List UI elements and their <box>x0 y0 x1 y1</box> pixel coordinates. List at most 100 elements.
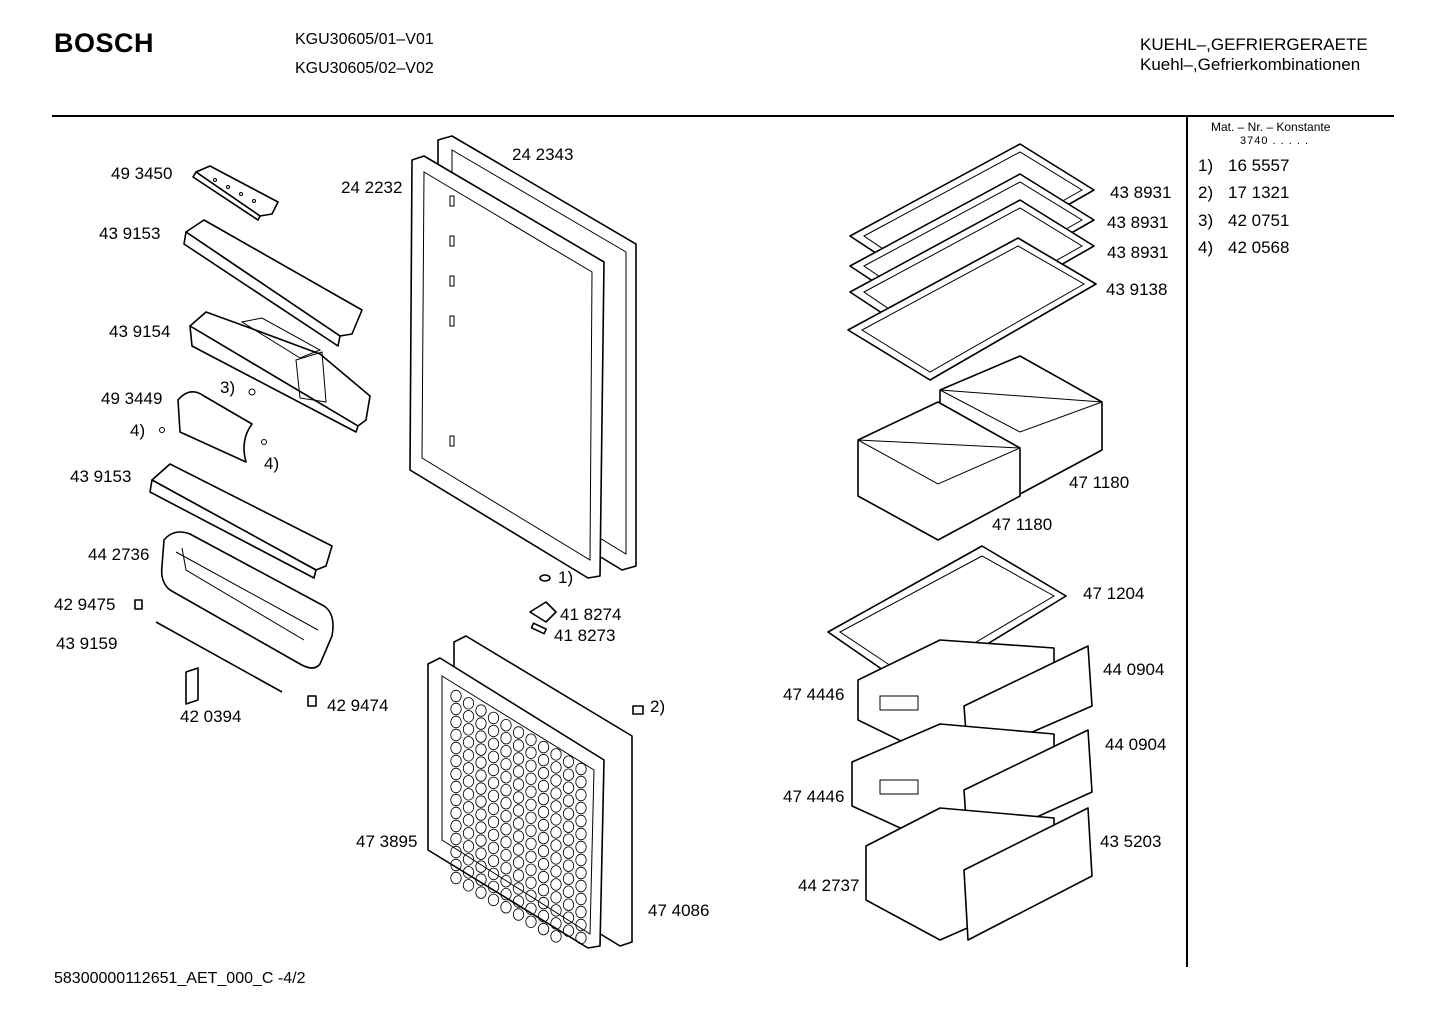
door-dimple <box>462 736 475 749</box>
part-label: 47 1180 <box>1069 473 1130 492</box>
door-dimple <box>550 748 562 761</box>
part-label: 3) <box>220 378 236 397</box>
mat-table-row: 4)42 0568 <box>1198 238 1289 258</box>
door-dimple <box>525 915 537 929</box>
door-dimple <box>562 820 575 833</box>
part-label: 47 1180 <box>992 515 1053 534</box>
door-dimple <box>450 806 462 820</box>
door-dimple <box>475 730 487 743</box>
mat-number: 42 0751 <box>1228 211 1290 230</box>
door-dimple <box>537 870 550 884</box>
part-label: 47 4446 <box>783 787 845 806</box>
door-dimple <box>537 753 550 767</box>
door-dimple <box>525 759 537 773</box>
door-dimple <box>475 795 487 808</box>
part-label: 47 4086 <box>648 901 710 920</box>
door-dimple <box>475 873 487 886</box>
door-dimple <box>487 802 500 816</box>
door-dimple <box>562 898 575 911</box>
door-dimple <box>450 702 462 716</box>
door-dimple <box>462 814 475 827</box>
door-dimple <box>475 886 487 899</box>
door-dimple <box>562 794 575 807</box>
door-dimple <box>537 779 550 793</box>
door-dimple <box>537 805 550 819</box>
door-dimple <box>550 852 562 865</box>
part-label: 43 9159 <box>56 634 118 653</box>
part-label: 44 2737 <box>798 876 860 895</box>
model-number-2: KGU30605/02–V02 <box>295 60 434 77</box>
door-dimple <box>525 850 537 864</box>
mat-number: 42 0568 <box>1228 238 1290 257</box>
door-shelf-divided <box>189 311 371 433</box>
door-dimple <box>550 826 562 839</box>
door-dimple <box>500 784 512 797</box>
door-dimple <box>500 797 512 810</box>
small-clip-parts <box>134 599 317 707</box>
door-dimple <box>500 758 512 771</box>
door-dimple <box>487 893 500 907</box>
door-dimple <box>525 811 537 825</box>
door-dimple <box>487 815 500 829</box>
part-label: 44 0904 <box>1103 660 1165 679</box>
door-dimple <box>575 762 587 776</box>
door-dimple <box>462 827 475 840</box>
part-label: 41 8274 <box>560 605 622 624</box>
door-dimple <box>512 817 525 830</box>
part-label: 49 3450 <box>111 164 173 183</box>
part-label: 43 9153 <box>99 224 161 243</box>
door-dimple <box>462 840 475 853</box>
mat-table-constant: 3740 . . . . . <box>1240 135 1310 147</box>
door-dimple <box>575 788 587 802</box>
door-dimple <box>475 769 487 782</box>
part-label: 1) <box>558 568 574 587</box>
part-label: 4) <box>264 454 280 473</box>
door-dimple <box>462 775 475 788</box>
part-label: 44 0904 <box>1105 735 1167 754</box>
door-dimple <box>575 814 587 828</box>
door-dimple <box>500 875 512 888</box>
door-dimple <box>512 843 525 856</box>
door-dimple <box>537 909 550 923</box>
mat-number: 16 5557 <box>1228 156 1290 175</box>
part-label: 2) <box>650 697 666 716</box>
door-dimple <box>550 761 562 774</box>
door-dimple <box>525 798 537 812</box>
door-dimple <box>475 756 487 769</box>
door-dimple <box>450 845 462 859</box>
door-dimple <box>575 866 587 880</box>
door-dimple <box>550 878 562 891</box>
part-label: 47 1204 <box>1083 584 1145 603</box>
door-dimple <box>500 810 512 823</box>
door-dimple <box>500 849 512 862</box>
part-label: 24 2232 <box>341 178 403 197</box>
door-dimple <box>500 901 512 914</box>
door-dimple <box>462 710 475 723</box>
freezer-drawers <box>851 639 1093 941</box>
door-dimple <box>487 750 500 764</box>
part-label: 47 3895 <box>356 832 418 851</box>
door-dimple <box>512 791 525 804</box>
door-dimple <box>450 871 462 885</box>
mat-number: 17 1321 <box>1228 183 1290 202</box>
door-dimple <box>462 749 475 762</box>
door-dimple <box>512 778 525 791</box>
vegetable-bins <box>857 355 1103 541</box>
door-dimple <box>450 819 462 833</box>
door-dimple <box>475 782 487 795</box>
part-label: 42 9475 <box>54 595 116 614</box>
door-dimple <box>450 754 462 768</box>
part-label: 43 8931 <box>1107 213 1169 232</box>
door-dimple <box>525 889 537 903</box>
door-dimple <box>550 904 562 917</box>
door-dimple <box>500 719 512 732</box>
door-dimple <box>487 880 500 894</box>
door-dimple <box>475 860 487 873</box>
door-dimple <box>450 780 462 794</box>
door-dimple <box>550 917 562 930</box>
door-dimple <box>562 833 575 846</box>
door-dimple <box>487 737 500 751</box>
door-dimple <box>475 743 487 756</box>
door-dimple <box>562 924 575 937</box>
door-dimple <box>500 836 512 849</box>
